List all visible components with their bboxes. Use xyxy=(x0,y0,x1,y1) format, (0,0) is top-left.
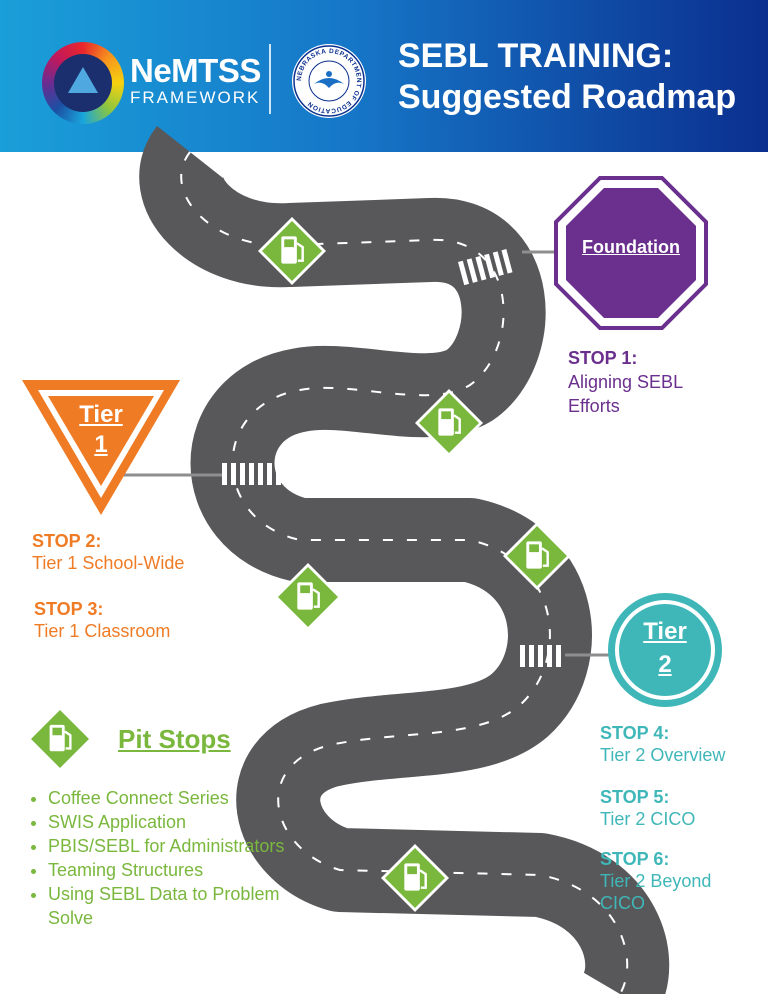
list-item: Using SEBL Data to Problem Solve xyxy=(48,882,288,930)
fuel-pump-icon xyxy=(258,217,326,285)
foundation-label: Foundation xyxy=(582,237,680,257)
stop-5-label: STOP 5: xyxy=(600,787,670,807)
stop-2-label: STOP 2: xyxy=(32,531,102,551)
nde-seal-logo-icon: NEBRASKA DEPARTMENT OF EDUCATION xyxy=(292,44,366,118)
stop-2-text: Tier 1 School-Wide xyxy=(32,553,185,573)
tier1-label: Tier 1 xyxy=(79,401,123,458)
stop-4-label: STOP 4: xyxy=(600,723,670,743)
header-divider xyxy=(269,44,271,114)
fuel-pump-icon xyxy=(274,563,342,631)
stop-1-text-2: Efforts xyxy=(568,396,620,416)
list-item: SWIS Application xyxy=(48,810,288,834)
brand-name: NeMTSS xyxy=(130,52,261,89)
stop-4: STOP 4: Tier 2 Overview xyxy=(600,722,725,766)
crosswalk-3 xyxy=(520,645,561,667)
tier2-circle-sign xyxy=(608,593,722,707)
stop-3-label: STOP 3: xyxy=(34,599,104,619)
list-item: PBIS/SEBL for Administrators xyxy=(48,834,288,858)
stop-6-label: STOP 6: xyxy=(600,849,670,869)
fuel-pump-icon xyxy=(503,522,571,590)
fuel-pump-icon xyxy=(381,844,449,912)
list-item: Coffee Connect Series xyxy=(48,786,288,810)
header-banner: NeMTSS FRAMEWORK NEBRASKA DEPARTMENT OF … xyxy=(0,0,768,152)
fuel-pump-icon xyxy=(27,706,93,772)
pit-stops-title: Pit Stops xyxy=(118,724,231,754)
road-center-line xyxy=(180,151,629,994)
stop-2: STOP 2: Tier 1 School-Wide xyxy=(32,530,184,574)
crosswalk-2 xyxy=(222,463,281,485)
stop-1-label: STOP 1: xyxy=(568,348,638,368)
fuel-pump-icon xyxy=(415,389,483,457)
crosswalk-1 xyxy=(458,249,513,286)
stop-6-text-2: CICO xyxy=(600,893,645,913)
stop-5-text: Tier 2 CICO xyxy=(600,809,696,829)
list-item: Teaming Structures xyxy=(48,858,288,882)
page-title: SEBL TRAINING: Suggested Roadmap xyxy=(398,36,736,118)
stop-sign xyxy=(554,176,708,330)
stop-3-text: Tier 1 Classroom xyxy=(34,621,171,641)
stop-3: STOP 3: Tier 1 Classroom xyxy=(34,598,170,642)
tier2-label: Tier 2 xyxy=(643,618,687,678)
title-line-1: SEBL TRAINING: xyxy=(398,37,674,75)
nemtss-logo-icon xyxy=(42,42,124,124)
stop-6-text: Tier 2 Beyond xyxy=(600,871,712,891)
title-line-2: Suggested Roadmap xyxy=(398,78,737,116)
stop-6: STOP 6: Tier 2 Beyond CICO xyxy=(600,848,711,914)
stop-1: STOP 1: Aligning SEBL Efforts xyxy=(568,346,683,418)
pit-stops-list: Coffee Connect Series SWIS Application P… xyxy=(28,786,288,930)
stop-1-text: Aligning SEBL xyxy=(568,372,684,392)
stop-5: STOP 5: Tier 2 CICO xyxy=(600,786,695,830)
yield-sign xyxy=(22,380,180,515)
stop-4-text: Tier 2 Overview xyxy=(600,745,726,765)
brand-subtitle: FRAMEWORK xyxy=(130,88,261,107)
pit-stop-legend-icon xyxy=(27,706,93,772)
